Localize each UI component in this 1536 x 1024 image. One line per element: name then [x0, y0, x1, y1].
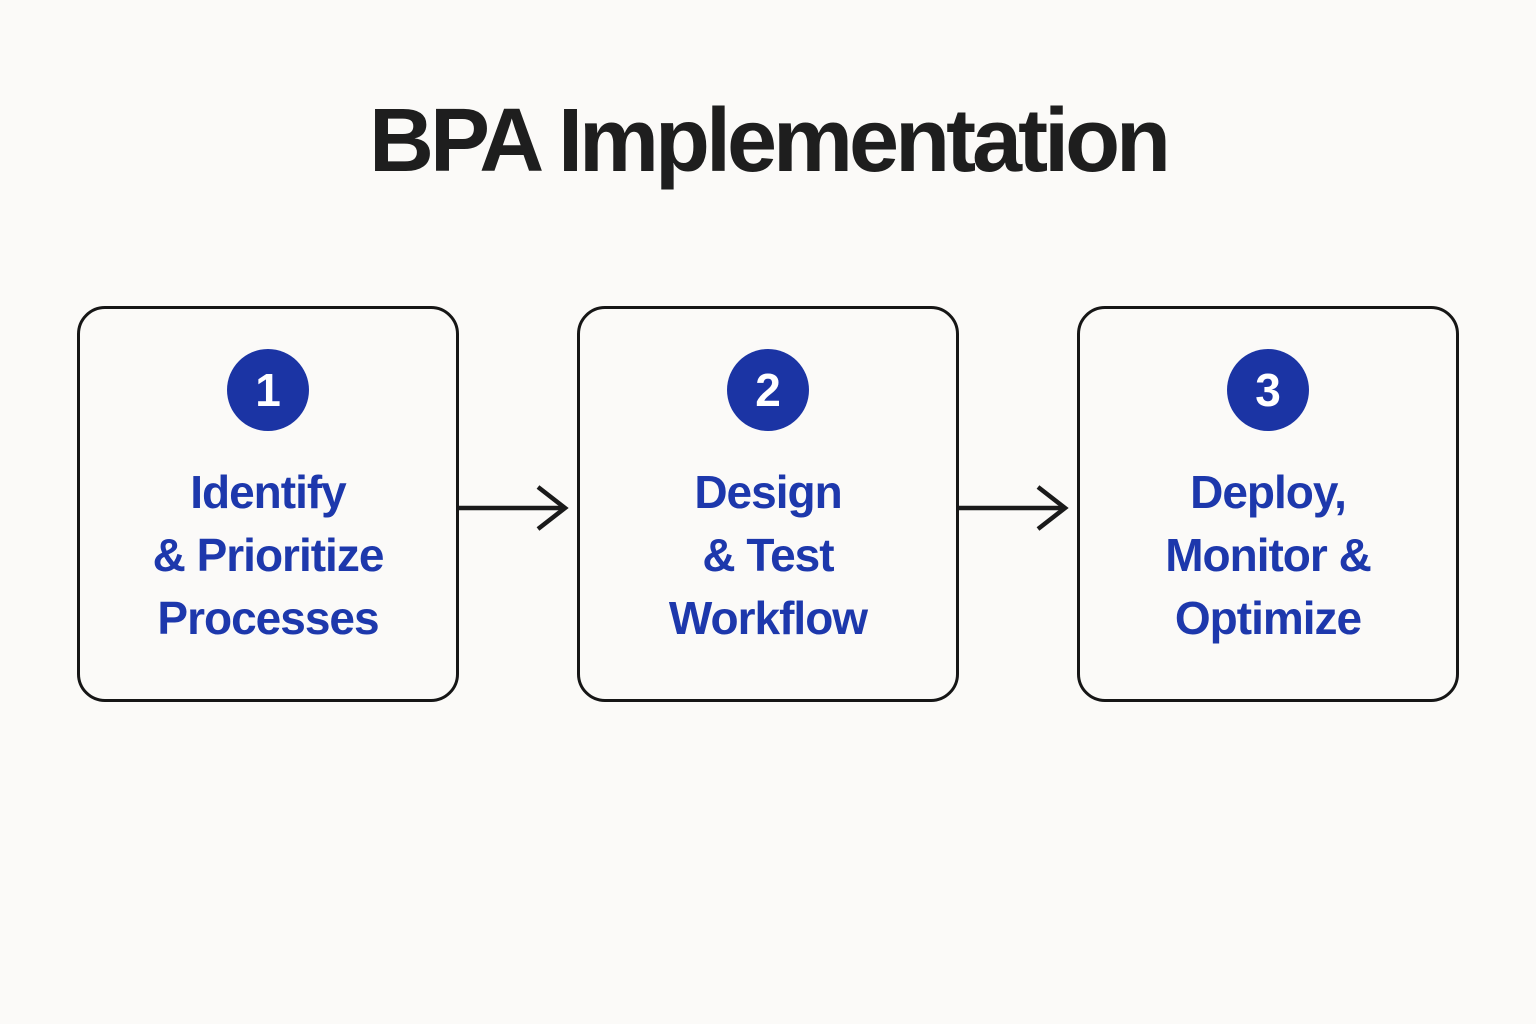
step-card-design-test: 2 Design & Test Workflow — [577, 306, 959, 702]
step-label-line: Design — [694, 466, 842, 518]
step-label-line: Processes — [157, 592, 379, 645]
step-label-line: Workflow — [668, 592, 868, 645]
process-flow: 1 Identify & Prioritize Processes 2 Desi… — [0, 306, 1536, 702]
page-title: BPA Implementation — [368, 91, 1171, 191]
step-label-line: & Prioritize — [152, 529, 385, 582]
step-number-badge: 3 — [1227, 349, 1309, 431]
step-label-line: Optimize — [1174, 592, 1362, 645]
bpa-implementation-diagram: BPA Implementation 1 Identify & Prioriti… — [0, 96, 1536, 1024]
step-label-line: Deploy, — [1190, 466, 1347, 518]
step-number: 1 — [255, 364, 281, 416]
step-label-line: & Test — [702, 529, 834, 582]
step-label: Identify & Prioritize Processes — [152, 461, 385, 650]
step-label-line: Monitor & — [1165, 529, 1372, 582]
step-number-badge: 1 — [227, 349, 309, 431]
step-number: 2 — [755, 364, 781, 416]
step-label-line: Identify — [190, 466, 347, 518]
step-label: Deploy, Monitor & Optimize — [1165, 461, 1372, 650]
arrow-right-icon — [959, 485, 1069, 531]
step-label: Design & Test Workflow — [668, 461, 868, 650]
step-card-deploy-monitor-optimize: 3 Deploy, Monitor & Optimize — [1077, 306, 1459, 702]
arrow-right-icon — [459, 485, 569, 531]
step-number-badge: 2 — [727, 349, 809, 431]
step-number: 3 — [1255, 364, 1281, 416]
step-card-identify-prioritize: 1 Identify & Prioritize Processes — [77, 306, 459, 702]
